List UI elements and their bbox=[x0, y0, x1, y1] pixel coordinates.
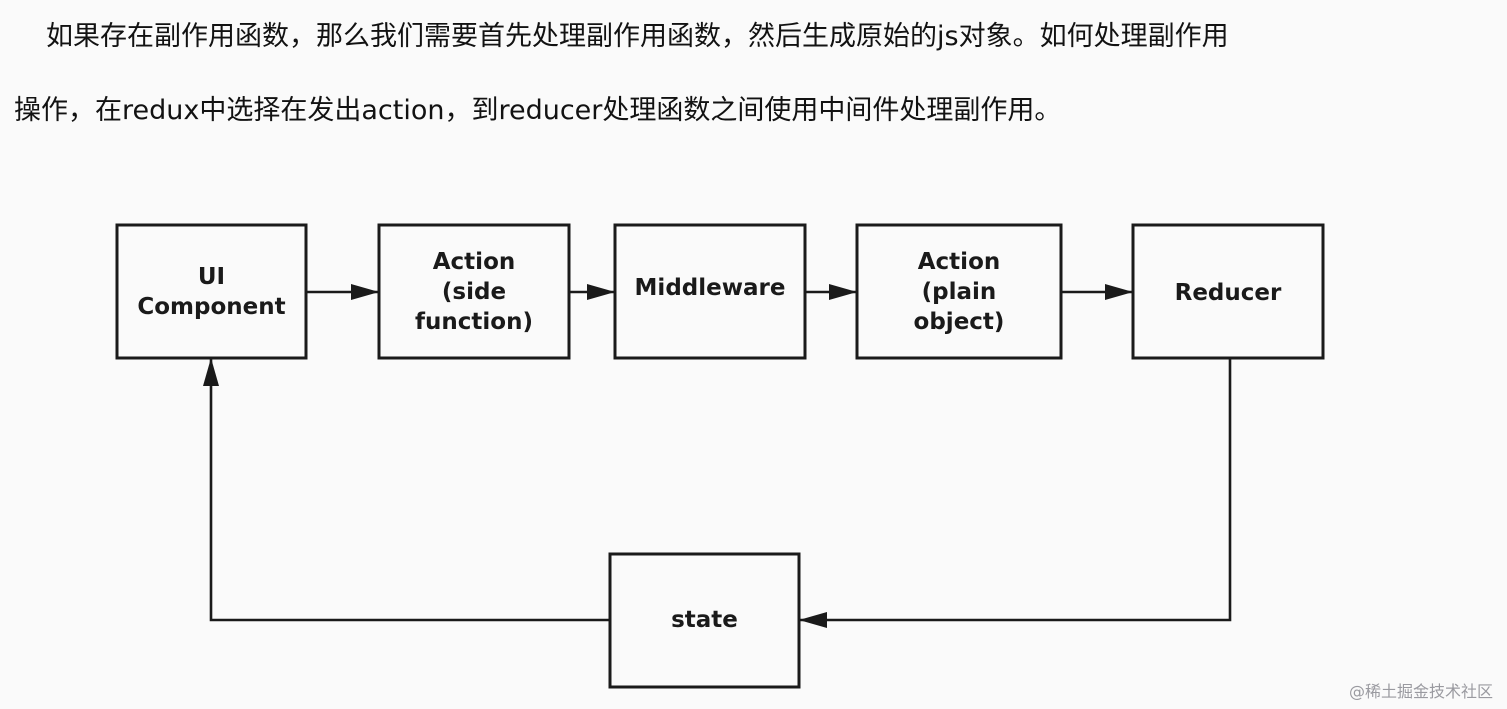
node-box-action-plain-object bbox=[855, 223, 1063, 360]
node-label-ui-component-line-1: UI bbox=[198, 264, 225, 290]
node-label-action-side-function-line-2: (side bbox=[442, 279, 506, 305]
edges-layer bbox=[203, 284, 1232, 628]
nodes-layer: UI Component Action (side function) Middlewar… bbox=[115, 223, 1325, 689]
paragraph-line-1: 如果存在副作用函数，那么我们需要首先处理副作用函数，然后生成原始的js对象。如何… bbox=[46, 21, 1229, 52]
node-label-middleware-line-1: Middleware bbox=[635, 275, 786, 301]
node-box-ui-component bbox=[115, 223, 308, 360]
node-action-side-function: Action (side function) bbox=[377, 223, 571, 360]
node-state: state bbox=[608, 552, 801, 689]
node-box-action-side-function bbox=[377, 223, 571, 360]
node-label-action-plain-object-line-2: (plain bbox=[922, 279, 997, 305]
node-label-action-side-function-line-1: Action bbox=[433, 249, 516, 275]
edge-state-to-ui-component bbox=[203, 358, 610, 622]
node-label-action-plain-object-line-3: object) bbox=[914, 309, 1005, 335]
node-box-middleware bbox=[613, 223, 807, 360]
node-label-state-line-1: state bbox=[671, 607, 738, 633]
node-middleware: Middleware bbox=[613, 223, 807, 360]
node-ui-component: UI Component bbox=[115, 223, 308, 360]
edge-reducer-to-state bbox=[799, 358, 1232, 628]
node-reducer: Reducer bbox=[1131, 223, 1325, 360]
node-label-reducer-line-1: Reducer bbox=[1175, 280, 1282, 306]
paragraph-line-2: 操作，在redux中选择在发出action，到reducer处理函数之间使用中间… bbox=[14, 95, 1062, 126]
node-label-ui-component-line-2: Component bbox=[137, 294, 285, 320]
node-action-plain-object: Action (plain object) bbox=[855, 223, 1063, 360]
node-label-action-plain-object-line-1: Action bbox=[918, 249, 1001, 275]
node-label-action-side-function-line-3: function) bbox=[415, 309, 533, 335]
node-box-reducer bbox=[1131, 223, 1325, 360]
node-box-state bbox=[608, 552, 801, 689]
watermark-text: @稀土掘金技术社区 bbox=[1348, 682, 1493, 701]
